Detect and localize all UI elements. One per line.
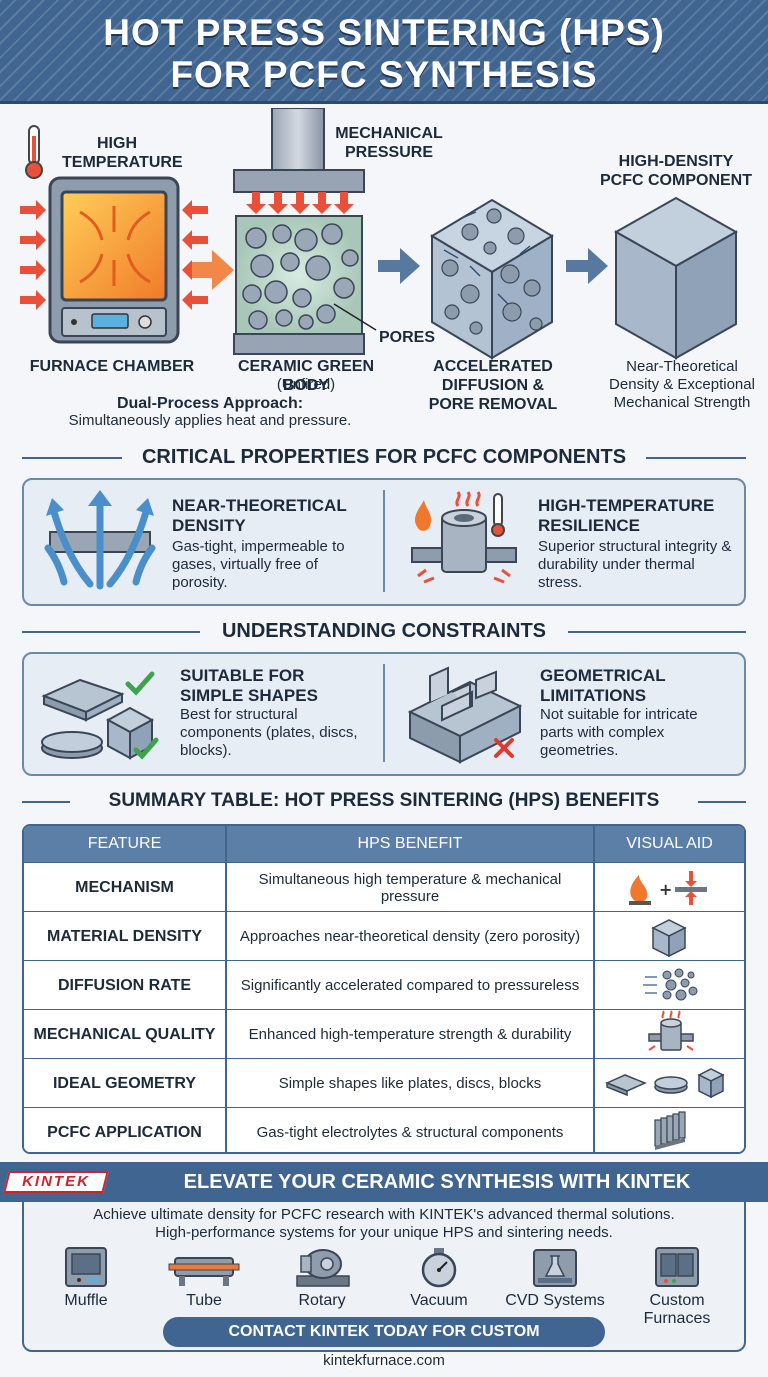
cvd-system-icon [533, 1249, 577, 1287]
product-rotary[interactable]: Rotary [267, 1246, 377, 1309]
feature-cell: MECHANISM [75, 878, 174, 896]
table-header-feature: FEATURE [87, 835, 162, 852]
density-arrows-icon [44, 490, 156, 590]
product-custom[interactable]: Custom Furnaces [622, 1246, 732, 1327]
table-row: MECHANICAL QUALITY Enhanced high-tempera… [24, 1009, 744, 1058]
properties-section-title: CRITICAL PROPERTIES FOR PCFC COMPONENTS [141, 446, 627, 468]
diffusion-label: ACCELERATED DIFFUSION & PORE REMOVAL [428, 358, 558, 413]
dual-process-title: Dual-Process Approach: [116, 395, 304, 412]
cta-line-1: Achieve ultimate density for PCFC resear… [93, 1206, 675, 1223]
table-row: MATERIAL DENSITY Approaches near-theoret… [24, 911, 744, 960]
feature-cell: MATERIAL DENSITY [47, 927, 202, 945]
green-body-sublabel: (Unfired) [276, 376, 336, 393]
benefit-cell: Simultaneous high temperature & mechanic… [258, 870, 562, 905]
constraint-2-title: GEOMETRICAL LIMITATIONS [540, 666, 666, 705]
pores-label: PORES [378, 329, 435, 346]
product-cvd[interactable]: CVD Systems [500, 1246, 610, 1309]
product-muffle[interactable]: Muffle [31, 1246, 141, 1309]
cta-banner [0, 1162, 768, 1202]
svg-text:+: + [659, 880, 672, 899]
green-body-label: CERAMIC GREEN BODY [237, 358, 374, 394]
product-label: Muffle [64, 1292, 108, 1309]
heated-component-icon [411, 491, 517, 584]
constraint-1-title: SUITABLE FOR SIMPLE SHAPES [180, 666, 318, 705]
benefit-cell: Enhanced high-temperature strength & dur… [248, 1026, 572, 1043]
output-component-label: HIGH-DENSITY PCFC COMPONENT [600, 153, 752, 189]
process-diagram [20, 108, 739, 360]
product-label: Custom Furnaces [643, 1292, 711, 1327]
product-label: Rotary [298, 1292, 346, 1309]
thermometer-icon [25, 125, 43, 179]
product-label: CVD Systems [505, 1292, 605, 1309]
benefit-cell: Significantly accelerated compared to pr… [240, 977, 580, 994]
dense-cube-icon [613, 196, 739, 360]
flame-plus-press-icon: + [629, 871, 707, 905]
tube-furnace-icon [168, 1257, 240, 1286]
feature-cell: PCFC APPLICATION [47, 1123, 202, 1141]
page-title-line-2: FOR PCFC SYNTHESIS [170, 54, 598, 95]
product-label: Vacuum [410, 1292, 468, 1309]
summary-section-title: SUMMARY TABLE: HOT PRESS SINTERING (HPS)… [108, 790, 660, 811]
table-row: PCFC APPLICATION Gas-tight electrolytes … [24, 1107, 744, 1152]
flow-arrow-1 [192, 250, 234, 290]
constraint-1-text: Best for structural components (plates, … [180, 706, 358, 759]
simple-shapes-icon [605, 1068, 725, 1099]
benefit-cell: Approaches near-theoretical density (zer… [239, 928, 581, 945]
feature-cell: MECHANICAL QUALITY [33, 1025, 216, 1043]
muffle-furnace-icon [65, 1247, 107, 1287]
cube-icon [651, 919, 687, 958]
hydraulic-press-icon [233, 108, 377, 355]
page-title-line-1: HOT PRESS SINTERING (HPS) [103, 12, 665, 53]
furnace-chamber-label: FURNACE CHAMBER [29, 358, 195, 375]
result-text: Near-Theoretical Density & Exceptional M… [609, 358, 755, 411]
property-1-text: Gas-tight, impermeable to gases, virtual… [172, 538, 345, 591]
feature-cell: DIFFUSION RATE [57, 976, 192, 994]
product-label: Tube [186, 1292, 222, 1309]
product-vacuum[interactable]: Vacuum [384, 1246, 494, 1309]
feature-cell: IDEAL GEOMETRY [52, 1074, 197, 1092]
table-row: DIFFUSION RATE Significantly accelerated… [24, 960, 744, 1009]
simple-shapes-icon [41, 671, 159, 760]
vacuum-gauge-icon [421, 1248, 457, 1288]
complex-part-icon [407, 666, 523, 764]
website-link[interactable]: kintekfurnace.com [323, 1352, 445, 1369]
dual-process-text: Simultaneously applies heat and pressure… [68, 412, 352, 429]
diffusion-particles-icon [643, 968, 698, 1001]
rotary-furnace-icon [296, 1249, 350, 1287]
table-row: MECHANISM Simultaneous high temperature … [24, 862, 744, 911]
furnace-chamber-icon [48, 176, 180, 344]
heat-arrows-left [20, 200, 46, 310]
constraints-section-title: UNDERSTANDING CONSTRAINTS [221, 620, 547, 642]
fuel-cell-stack-icon [654, 1111, 686, 1150]
table-header-visual: VISUAL AID [626, 835, 713, 852]
custom-furnace-icon [655, 1247, 699, 1287]
constraint-2-text: Not suitable for intricate parts with co… [540, 706, 698, 759]
property-2-text: Superior structural integrity & durabili… [538, 538, 732, 591]
summary-table: FEATURE HPS BENEFIT VISUAL AID MECHANISM… [22, 824, 746, 1154]
cta-title: ELEVATE YOUR CERAMIC SYNTHESIS WITH KINT… [183, 1171, 691, 1193]
property-1-title: NEAR-THEORETICAL DENSITY [172, 496, 347, 535]
mechanical-pressure-label: MECHANICAL PRESSURE [335, 125, 443, 161]
flow-arrow-3 [566, 248, 608, 284]
benefit-cell: Gas-tight electrolytes & structural comp… [256, 1124, 564, 1141]
table-header-benefit: HPS BENEFIT [357, 835, 463, 852]
flow-arrow-2 [378, 248, 420, 284]
benefit-cell: Simple shapes like plates, discs, blocks [278, 1075, 542, 1092]
table-row: IDEAL GEOMETRY Simple shapes like plates… [24, 1058, 744, 1107]
heated-part-icon [648, 1010, 694, 1051]
property-2-title: HIGH-TEMPERATURE RESILIENCE [538, 496, 715, 535]
table-header-row: FEATURE HPS BENEFIT VISUAL AID [24, 826, 744, 862]
high-temperature-label: HIGH TEMPERATURE [62, 135, 183, 171]
pressure-arrows [246, 192, 354, 214]
kintek-logo: KINTEK [3, 1171, 109, 1193]
cta-line-2: High-performance systems for your unique… [155, 1224, 613, 1241]
diffusion-cube-icon [430, 198, 554, 360]
header-banner: HOT PRESS SINTERING (HPS) FOR PCFC SYNTH… [0, 0, 768, 104]
product-tube[interactable]: Tube [149, 1246, 259, 1309]
contact-button[interactable]: CONTACT KINTEK TODAY FOR CUSTOM REQUIREM… [163, 1317, 605, 1370]
heat-arrows-right [182, 200, 208, 310]
